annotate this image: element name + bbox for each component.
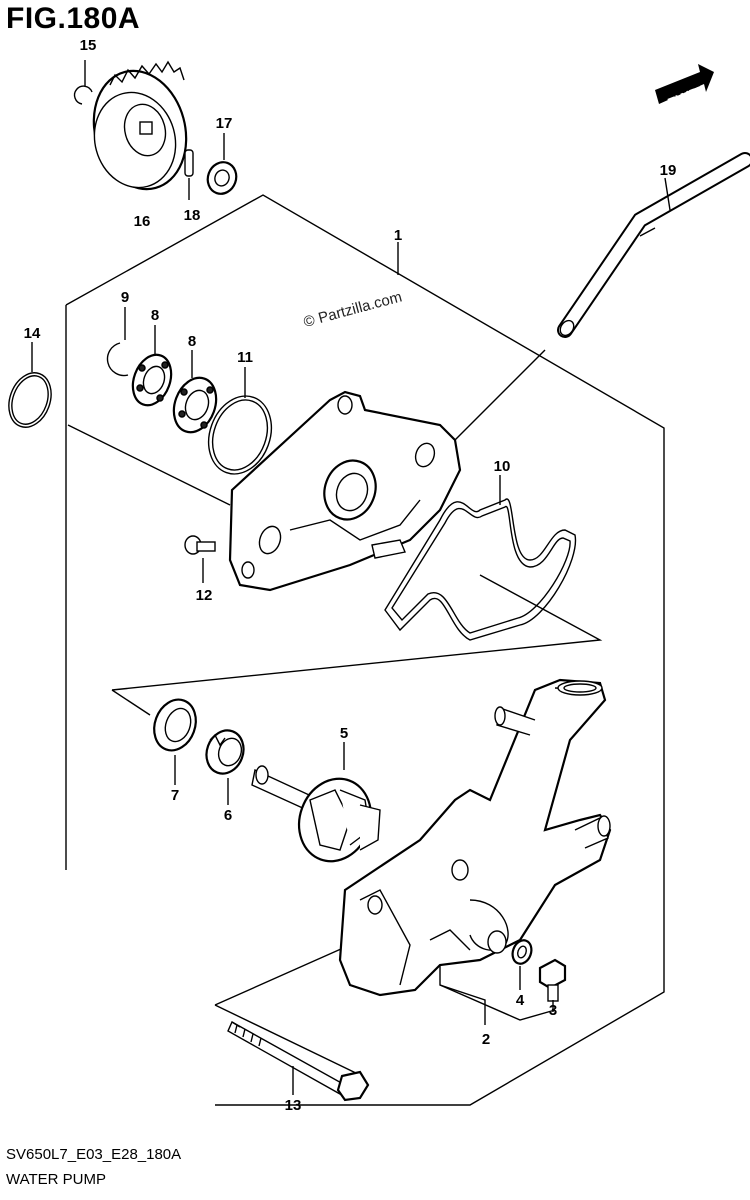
washer-part-4: 4 [511,939,533,1009]
impeller-shaft-part-5: 5 [251,725,381,863]
bearing-part-8a: 8 [131,307,173,407]
callout-7: 7 [171,787,179,804]
callout-15: 15 [80,37,97,54]
figure-code: SV650L7_E03_E28_180A [6,1146,182,1163]
callout-11: 11 [237,349,253,366]
callout-3: 3 [549,1002,557,1019]
oil-seal-part-7: 7 [153,698,197,804]
callout-6: 6 [224,807,232,824]
bearing-part-8b: 8 [172,333,218,434]
watermark: © Partzilla.com [302,288,404,331]
seal-leader [111,689,151,716]
o-ring-14-guide [67,424,231,506]
callout-8a: 8 [151,307,159,324]
mechanical-seal-part-6: 6 [205,729,245,824]
pump-assembly-callout: 1 [394,227,402,275]
callout-17: 17 [216,115,233,132]
pump-cover-housing [228,390,462,592]
gasket-divider-line [111,574,603,691]
figure-name: WATER PUMP [6,1171,106,1188]
circlip-part-15: 15 [73,37,97,105]
callout-9: 9 [121,289,129,306]
hose-part-19: 19 [454,152,750,441]
gasket-part-10: 10 [384,458,577,641]
callout-18: 18 [184,207,201,224]
callout-16: 16 [134,213,151,230]
callout-19: 19 [660,162,677,179]
o-ring-part-11: 11 [207,349,273,475]
assembly-outline [65,194,665,1106]
callout-2: 2 [482,1031,490,1048]
callout-12: 12 [196,587,213,604]
callout-5: 5 [340,725,348,742]
circlip-part-9: 9 [106,289,129,377]
pump-gear-part-16: 16 [92,60,188,230]
o-ring-part-14: 14 [8,325,52,428]
bolt-part-12: 12 [184,535,216,604]
pin-part-18: 18 [184,149,201,224]
callout-4: 4 [516,992,525,1009]
callout-10: 10 [494,458,511,475]
fwd-arrow-icon: FWD [655,64,714,113]
callout-13: 13 [285,1097,302,1114]
washer-part-17: 17 [206,115,238,195]
pump-body-part-2: 2 [338,678,612,1048]
bolt-guide-line [214,1004,361,1076]
figure-title: FIG.180A [6,2,141,35]
callout-14: 14 [24,325,41,342]
callout-8b: 8 [188,333,196,350]
bolt-part-3: 3 [538,958,567,1019]
callout-1: 1 [394,227,402,244]
long-bolt-part-13: 13 [227,1021,370,1114]
